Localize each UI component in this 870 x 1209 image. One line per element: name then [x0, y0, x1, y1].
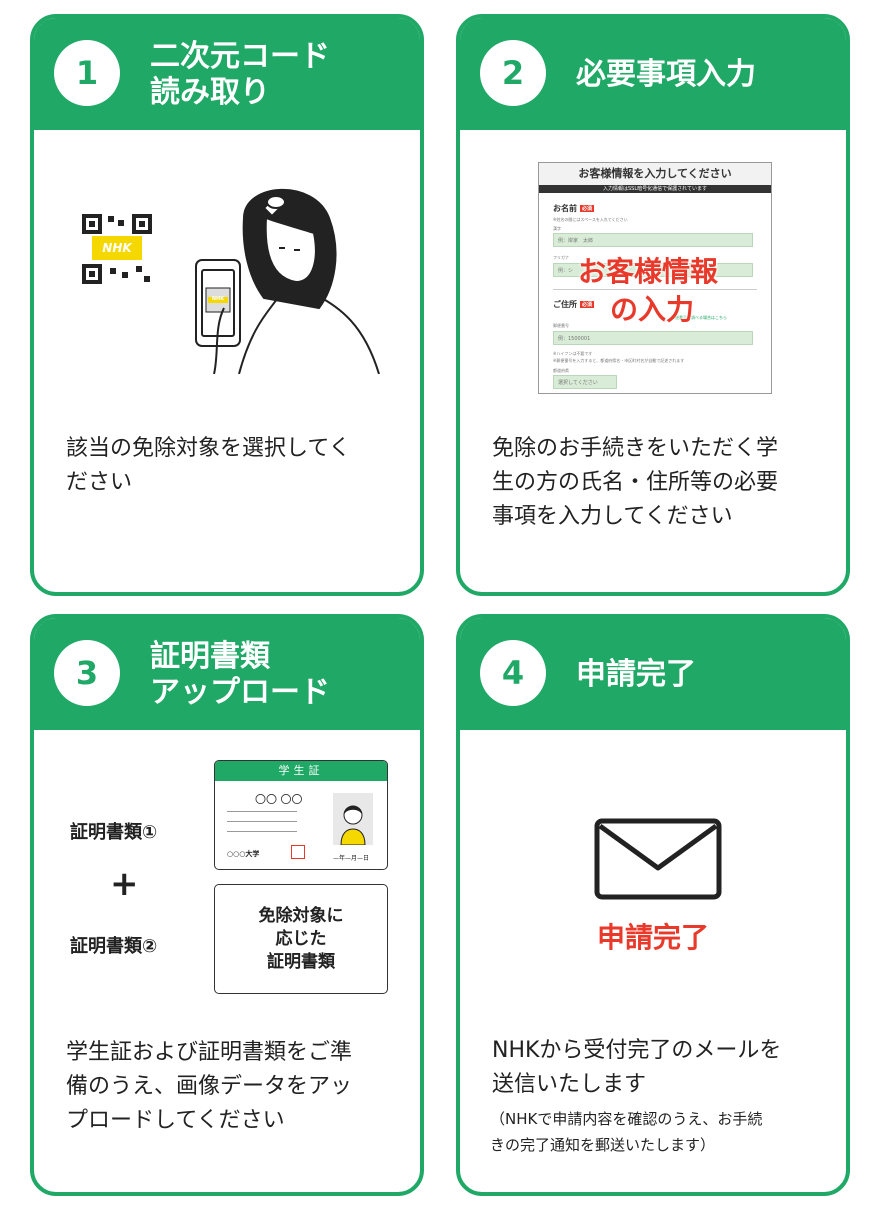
required-badge: 必須	[580, 205, 595, 212]
complete-label: 申請完了	[596, 921, 709, 954]
zip-input: 例：1500001	[553, 331, 753, 345]
plus-sign: +	[110, 864, 139, 904]
ssl-notice-bar: 入力情報はSSL暗号化通信で保護されています	[539, 185, 771, 193]
student-id-card: 学生証 〇〇 〇〇 ○○○大学 —年—月—日	[214, 760, 388, 870]
step-title-line2: アップロード	[150, 675, 330, 710]
qr-code-icon: NHK	[82, 214, 152, 284]
step-description: 学生証および証明書類をご準 備のうえ、画像データをアッ プロードしてください	[66, 1036, 400, 1138]
step-number: 4	[480, 640, 546, 706]
cert-line: 応じた	[275, 928, 327, 949]
step-title: 必要事項入力	[576, 57, 756, 92]
certificate-document: 免除対象に 応じた 証明書類	[214, 884, 388, 994]
address-label: ご住所必須	[553, 300, 595, 309]
desc-line: 学生証および証明書類をご準	[66, 1040, 353, 1065]
student-photo-icon	[333, 793, 373, 846]
step-header: 4 申請完了	[460, 618, 846, 730]
zip-note-1: ※ハイフンは不要です	[553, 351, 593, 356]
step-card-2: 2 必要事項入力 お客様情報を入力してください 入力情報はSSL暗号化通信で保護…	[456, 14, 850, 596]
phone-qr-nhk-label: NHK	[211, 296, 225, 302]
desc-line: 事項を入力してください	[492, 504, 733, 529]
desc-line: 免除のお手続きをいただく学	[492, 436, 779, 461]
step-description: NHKから受付完了のメールを 送信いたします	[492, 1034, 826, 1102]
doc1-label: 証明書類①	[70, 822, 158, 843]
cert-line: 免除対象に	[258, 905, 344, 926]
girl-with-phone-illustration: NHK	[184, 178, 384, 375]
step-card-3: 3 証明書類 アップロード 証明書類① + 証明書類② 学生証 〇〇 〇〇 ○○…	[30, 614, 424, 1196]
note-line: きの完了通知を郵送いたします）	[490, 1136, 716, 1154]
step-description: 免除のお手続きをいただく学 生の方の氏名・住所等の必要 事項を入力してください	[492, 432, 826, 534]
cert-line: 証明書類	[267, 951, 335, 972]
kanji-input: 例：岸家 太郎	[553, 233, 753, 247]
student-card-header: 学生証	[215, 761, 387, 781]
step-number: 2	[480, 40, 546, 106]
step-number: 3	[54, 640, 120, 706]
step-title-line1: 証明書類	[150, 639, 270, 674]
desc-line: 該当の免除対象を選択してく	[66, 436, 351, 461]
step-card-1: 1 二次元コード 読み取り NHK	[30, 14, 424, 596]
step-header: 2 必要事項入力	[460, 18, 846, 130]
step-note: （NHKで申請内容を確認のうえ、お手続 きの完了通知を郵送いたします）	[490, 1106, 832, 1158]
envelope-icon	[594, 818, 722, 900]
form-header: お客様情報を入力してください	[539, 163, 771, 185]
step-number: 1	[54, 40, 120, 106]
desc-line: 送信いたします	[492, 1072, 647, 1097]
card-line	[227, 811, 297, 812]
step-title-line2: 読み取り	[150, 75, 270, 110]
note-line: （NHKで申請内容を確認のうえ、お手続	[490, 1110, 763, 1128]
required-badge: 必須	[580, 301, 595, 308]
desc-line: ださい	[66, 470, 133, 495]
card-line	[227, 831, 297, 832]
step-title: 申請完了	[576, 657, 696, 692]
divider	[553, 289, 757, 290]
seal-stamp-icon	[291, 845, 305, 859]
name-hint: ※姓名の間にはスペースを入れてください	[553, 217, 628, 222]
customer-info-form-screenshot: お客様情報を入力してください 入力情報はSSL暗号化通信で保護されています お名…	[538, 162, 772, 394]
step-title-line1: 二次元コード	[150, 39, 330, 74]
student-name-value: 〇〇 〇〇	[255, 793, 303, 806]
desc-line: NHKから受付完了のメールを	[492, 1038, 782, 1063]
pref-select: 選択してください	[553, 375, 617, 389]
qr-nhk-label: NHK	[102, 241, 132, 255]
zip-lookup-link: 郵便番号を調べる場合はこちら	[671, 315, 727, 320]
name-label: お名前必須	[553, 204, 595, 213]
zip-note-2: ※郵便番号を入力すると、都道府県名・市区町村名が自動で記述されます	[553, 358, 685, 363]
step-header: 1 二次元コード 読み取り	[34, 18, 420, 130]
desc-line: プロードしてください	[66, 1108, 285, 1133]
kana-input: 例：シ	[553, 263, 753, 277]
pref-label: 都道府県	[553, 368, 569, 373]
step-header: 3 証明書類 アップロード	[34, 618, 420, 730]
step-description: 該当の免除対象を選択してく ださい	[66, 432, 400, 500]
desc-line: 備のうえ、画像データをアッ	[66, 1074, 353, 1099]
doc2-label: 証明書類②	[70, 936, 158, 957]
form-overlay-line2: の入力	[610, 293, 695, 326]
kana-label: フリガナ	[553, 255, 569, 260]
card-line	[227, 821, 297, 822]
form-overlay-line1: お客様情報	[578, 255, 719, 288]
step-card-4: 4 申請完了 申請完了 NHKから受付完了のメールを 送信いたします （NHKで…	[456, 614, 850, 1196]
desc-line: 生の方の氏名・住所等の必要	[492, 470, 779, 495]
zip-label: 郵便番号	[553, 323, 569, 328]
kanji-label: 漢字	[553, 226, 561, 231]
university-name: ○○○大学	[227, 850, 260, 858]
issue-date: —年—月—日	[333, 855, 370, 862]
